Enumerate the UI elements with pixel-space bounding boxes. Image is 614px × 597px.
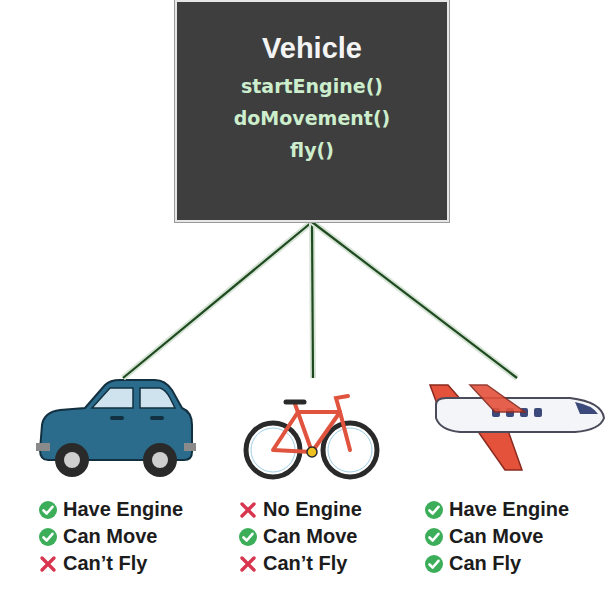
connector-line xyxy=(312,222,517,378)
vehicle-feature-list: Have EngineCan MoveCan’t Fly xyxy=(38,378,208,588)
feature-text: Can Move xyxy=(63,525,157,548)
check-icon xyxy=(424,554,444,574)
feature-row: Have Engine xyxy=(424,496,610,523)
check-icon xyxy=(38,500,58,520)
vehicle-feature-list: Have EngineCan MoveCan Fly xyxy=(424,378,610,588)
feature-text: Have Engine xyxy=(63,498,183,521)
class-name: Vehicle xyxy=(177,32,447,65)
feature-row: Can Move xyxy=(238,523,388,550)
method-name: fly() xyxy=(177,139,447,161)
cross-icon xyxy=(238,500,258,520)
feature-row: Can’t Fly xyxy=(238,550,388,577)
feature-text: Can Fly xyxy=(449,552,521,575)
feature-row: Can Move xyxy=(424,523,610,550)
feature-text: Can’t Fly xyxy=(263,552,347,575)
cross-icon xyxy=(238,554,258,574)
connector-line xyxy=(312,222,313,378)
check-icon xyxy=(238,527,258,547)
vehicle-feature-list: No EngineCan MoveCan’t Fly xyxy=(238,378,388,588)
cross-icon xyxy=(38,554,58,574)
check-icon xyxy=(424,527,444,547)
feature-row: No Engine xyxy=(238,496,388,523)
car-illustration xyxy=(36,380,196,477)
feature-row: Can Fly xyxy=(424,550,610,577)
feature-text: Can Move xyxy=(263,525,357,548)
method-name: doMovement() xyxy=(177,107,447,129)
check-icon xyxy=(424,500,444,520)
class-box: Vehicle startEngine() doMovement() fly() xyxy=(175,0,449,222)
feature-row: Can’t Fly xyxy=(38,550,208,577)
connector-line xyxy=(123,222,312,378)
feature-text: Have Engine xyxy=(449,498,569,521)
feature-text: Can Move xyxy=(449,525,543,548)
feature-row: Can Move xyxy=(38,523,208,550)
feature-text: No Engine xyxy=(263,498,362,521)
bicycle-illustration xyxy=(246,396,377,477)
method-name: startEngine() xyxy=(177,75,447,97)
airplane-illustration xyxy=(430,385,604,470)
feature-text: Can’t Fly xyxy=(63,552,147,575)
feature-row: Have Engine xyxy=(38,496,208,523)
check-icon xyxy=(38,527,58,547)
